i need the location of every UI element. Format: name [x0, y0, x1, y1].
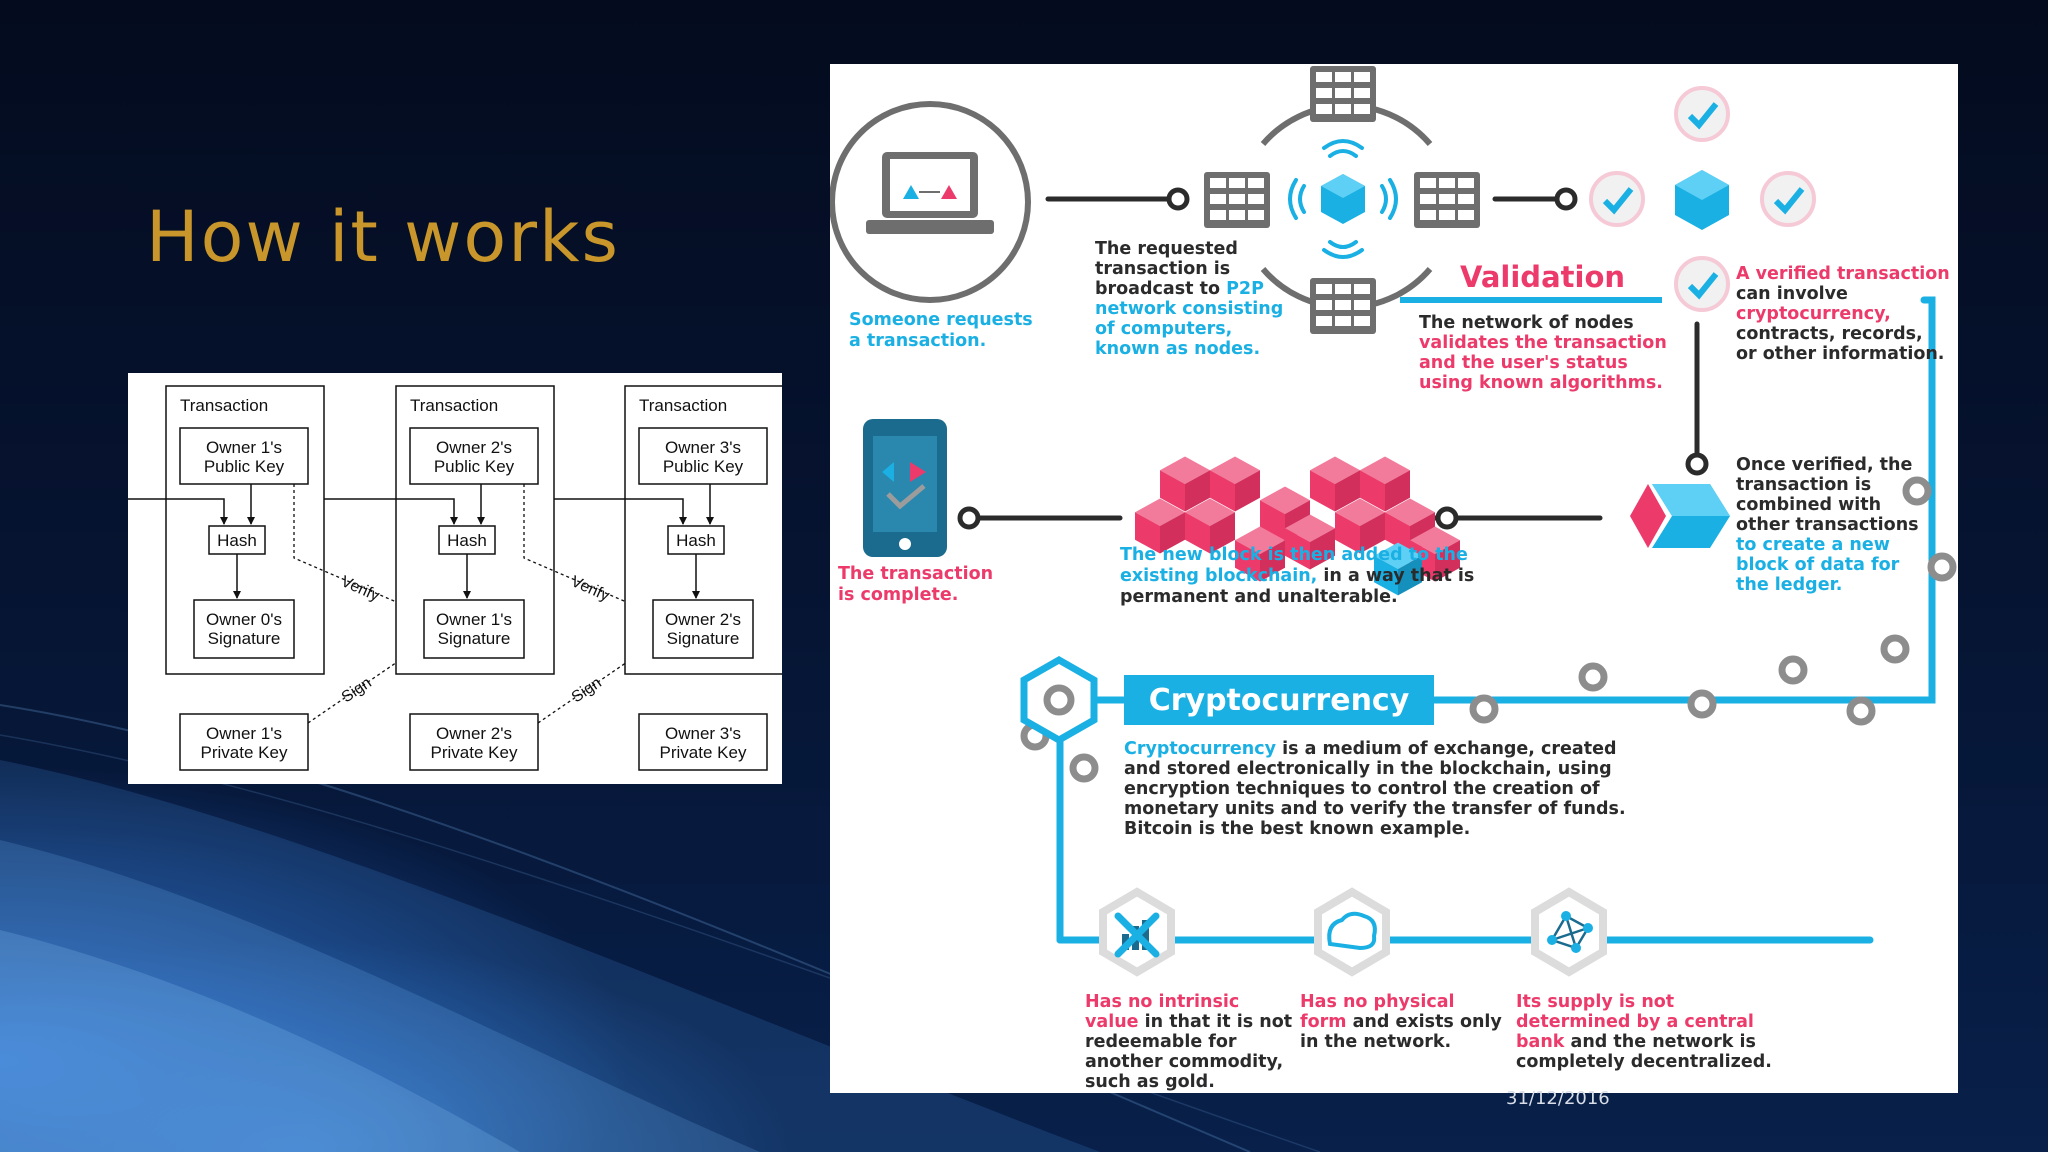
hash-label: Hash [217, 531, 257, 550]
verified-caption: A verified transaction can involve crypt… [1736, 264, 1956, 364]
chain-links [1020, 476, 1957, 783]
feature-decentralized-caption: Its supply is not determined by a centra… [1516, 992, 1772, 1072]
block-cube [1160, 456, 1210, 512]
block-added-caption: The new block is then added to the exist… [1120, 545, 1480, 607]
feature-no-form-caption: Has no physical form and exists only in … [1300, 992, 1508, 1052]
block-cube [1235, 526, 1285, 582]
signature-box [652, 599, 754, 659]
cryptocurrency-banner [1020, 655, 1434, 745]
combine-arrows-icon [1630, 484, 1730, 548]
signature-box [193, 599, 295, 659]
block-cube [1360, 456, 1410, 512]
node-network-icon [1204, 66, 1480, 334]
validation-title: Validation [1460, 260, 1625, 294]
transaction-header: Transaction [410, 396, 498, 415]
broadcast-caption: The requested transaction is broadcast t… [1095, 239, 1289, 359]
hash-label: Hash [676, 531, 716, 550]
private-key-box [409, 713, 539, 771]
verified-check-icons [1589, 86, 1816, 312]
transaction-header: Transaction [180, 396, 268, 415]
public-key-box [409, 427, 539, 485]
verify-label: Verify [568, 573, 611, 605]
signature-box [423, 599, 525, 659]
sign-label: Sign [339, 674, 375, 706]
block-cube [1185, 498, 1235, 554]
block-cube [1310, 456, 1360, 512]
blockchain-infographic: Someone requests a transaction. The requ… [830, 64, 1958, 1093]
phone-icon [863, 419, 947, 557]
hash-label: Hash [447, 531, 487, 550]
private-key-box [179, 713, 309, 771]
public-key-box [638, 427, 768, 485]
decentralized-network-icon [1531, 887, 1607, 977]
feature-no-value-caption: Has no intrinsic value in that it is not… [1085, 992, 1298, 1092]
blockchain-blocks [1135, 456, 1460, 596]
slide-title: How it works [146, 196, 620, 278]
complete-caption: The transaction is complete. [838, 564, 999, 605]
no-physical-form-icon [1314, 887, 1390, 977]
block-cube [1335, 498, 1385, 554]
request-caption: Someone requests a transaction. [849, 310, 1039, 351]
combined-caption: Once verified, the transaction is combin… [1736, 455, 1925, 595]
block-cube [1210, 456, 1260, 512]
block-cube [1285, 514, 1335, 570]
private-key-box [638, 713, 768, 771]
public-key-box [179, 427, 309, 485]
sign-label: Sign [569, 674, 605, 706]
transaction-header: Transaction [639, 396, 727, 415]
laptop-icon [830, 101, 1031, 303]
slide-date: 31/12/2016 [1506, 1088, 1610, 1109]
block-cube [1374, 542, 1422, 596]
cryptocurrency-description: Cryptocurrency is a medium of exchange, … [1124, 739, 1632, 839]
no-value-icon [1099, 887, 1175, 977]
validation-caption: The network of nodes validates the trans… [1419, 313, 1673, 393]
verify-label: Verify [338, 573, 381, 605]
cryptocurrency-banner-label: Cryptocurrency [1149, 683, 1410, 718]
block-cube [1135, 498, 1185, 554]
